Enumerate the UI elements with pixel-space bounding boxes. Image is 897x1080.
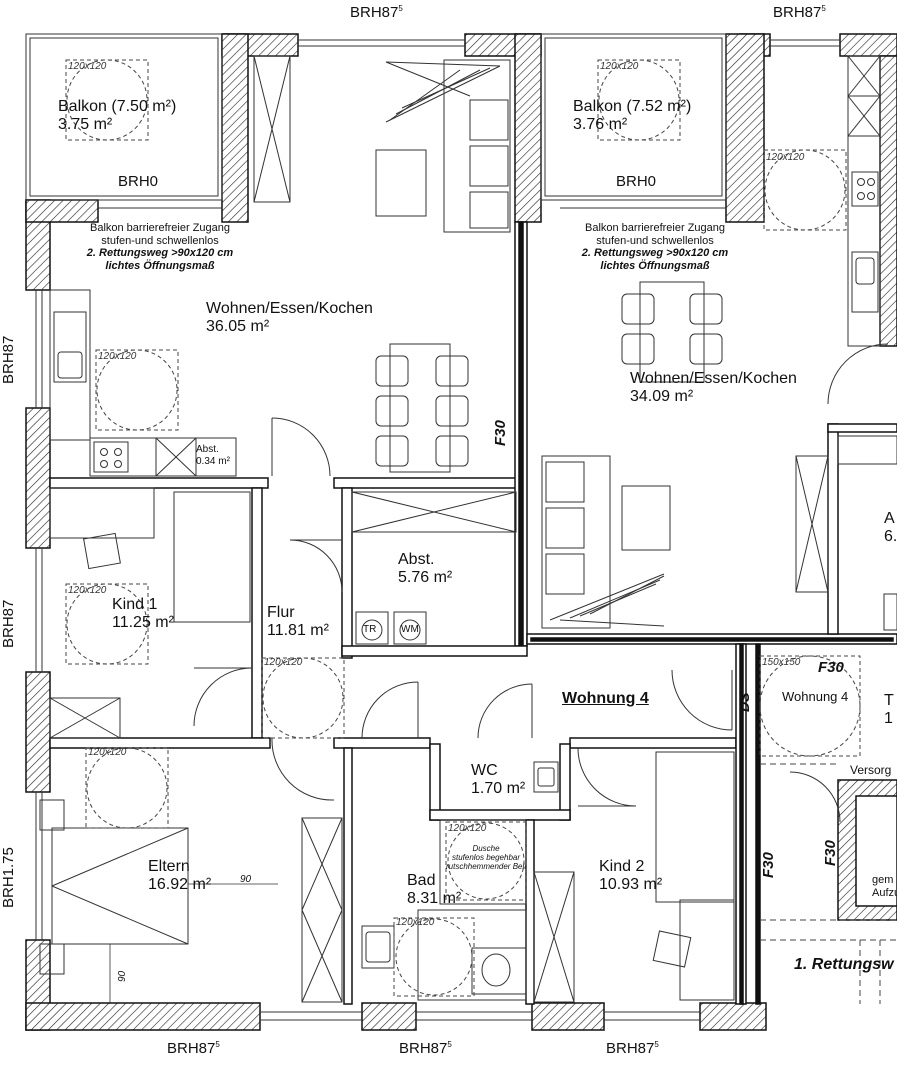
dining-set-right xyxy=(621,281,723,383)
circle-label: 120x120 xyxy=(264,657,303,668)
brh-left-upper: BRH87 xyxy=(0,335,17,384)
circle-label: 120x120 xyxy=(98,351,137,362)
dimension-lines xyxy=(109,883,278,1004)
circle-label: 120x120 xyxy=(396,917,435,928)
escape-route-label: 1. Rettungsw xyxy=(794,956,894,973)
circle-label: 120x120 xyxy=(448,823,487,834)
brh-bottom-mid: BRH875 xyxy=(399,1040,452,1057)
door-swings xyxy=(193,343,889,823)
turning-circles xyxy=(65,59,861,997)
stair-lines xyxy=(760,763,897,1004)
brh-top-left: BRH875 xyxy=(350,4,403,21)
circle-label: 120x120 xyxy=(88,747,127,758)
kitchen-left xyxy=(49,289,237,477)
circle-label: 120x120 xyxy=(68,585,107,596)
bath-fixtures xyxy=(355,593,897,1001)
circle-label: 120x120 xyxy=(68,61,107,72)
balcony-access-note-left: Balkon barrierefreier Zugang stufen-und … xyxy=(86,222,234,272)
dimension-90-h: 90 xyxy=(240,874,252,885)
fire-rating-f30: F30 xyxy=(822,840,839,866)
fire-rating-f30: F30 xyxy=(818,659,844,676)
windows xyxy=(35,39,840,1021)
tr-label: TR xyxy=(363,624,377,635)
room-balkon-left: Balkon (7.50 m²)3.75 m² xyxy=(58,98,177,134)
versorg-label: Versorg xyxy=(850,763,892,777)
brh-balcony-right: BRH0 xyxy=(616,173,657,190)
brh-bottom-right: BRH875 xyxy=(606,1040,659,1057)
wm-label: WM xyxy=(401,624,419,635)
fire-rating-f30: F30 xyxy=(492,420,509,446)
shower-note: Dusche stufenlos begehbar rutschhemmende… xyxy=(446,844,526,872)
kitchen-right xyxy=(847,55,881,347)
sofa-left xyxy=(375,59,511,233)
dimension-90-v: 90 xyxy=(117,970,128,982)
brh-bottom-left: BRH875 xyxy=(167,1040,220,1057)
room-balkon-right: Balkon (7.52 m²)3.76 m² xyxy=(573,98,692,134)
balcony-access-note-right: Balkon barrierefreier Zugang stufen-und … xyxy=(581,222,729,272)
apartment-label-small: Wohnung 4 xyxy=(782,689,849,704)
ds-label: DS xyxy=(736,692,752,712)
exterior-walls xyxy=(25,33,897,1031)
sofa-right xyxy=(541,455,671,629)
apartment-label: Wohnung 4 xyxy=(562,690,649,707)
room-abst-small: Abst.0.34 m² xyxy=(196,444,230,467)
circle-label: 120x120 xyxy=(766,152,805,163)
brh-top-right: BRH875 xyxy=(773,4,826,21)
elevator-label: gemAufzug xyxy=(872,874,897,899)
circle-label: 120x120 xyxy=(600,61,639,72)
dining-set-left xyxy=(375,343,469,473)
fire-rating-f30: F30 xyxy=(760,852,777,878)
circle-label: 150x150 xyxy=(762,657,801,668)
brh-balcony-left: BRH0 xyxy=(118,173,159,190)
brh-left-middle: BRH87 xyxy=(0,599,17,648)
bedroom-furniture xyxy=(39,55,897,1003)
brh-left-lower: BRH1.75 xyxy=(0,847,17,908)
balcony-outlines xyxy=(25,33,727,201)
room-abst-large: Abst.5.76 m² xyxy=(398,551,453,587)
